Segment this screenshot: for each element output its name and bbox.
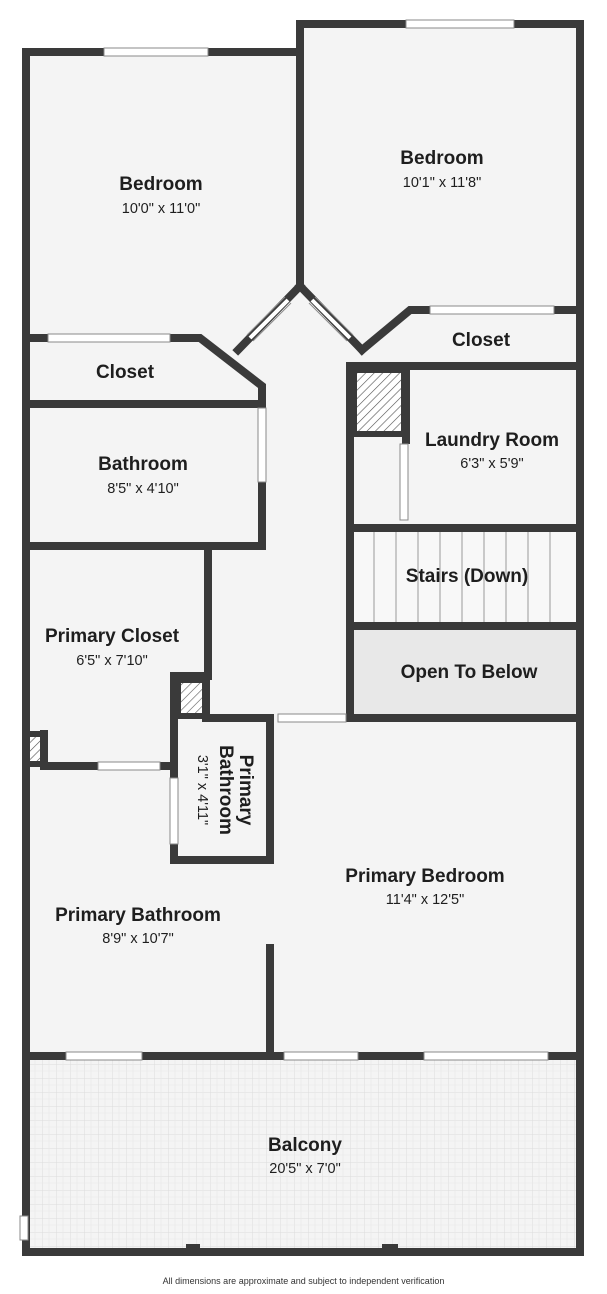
primary-closet-dims: 6'5" x 7'10" [76, 653, 147, 669]
primary-bedroom-name: Primary Bedroom [345, 866, 504, 887]
primary-closet-name: Primary Closet [45, 626, 180, 647]
primary-bathroom-small-dims: 3'1" x 4'11" [194, 755, 210, 825]
bedroom-right-dims: 10'1" x 11'8" [403, 175, 481, 191]
primary-bathroom-small-label: Primary Bathroom 3'1" x 4'11" [194, 745, 256, 835]
stairs-name: Stairs (Down) [406, 566, 528, 587]
bedroom-left-name: Bedroom [119, 174, 202, 195]
door-opening-edges [246, 296, 354, 342]
open-to-below-fill [352, 630, 578, 714]
balcony-dims: 20'5" x 7'0" [269, 1161, 340, 1177]
primary-bathroom-dims: 8'9" x 10'7" [102, 931, 173, 947]
balcony-tiles [26, 1056, 580, 1252]
closet-right-name: Closet [452, 330, 511, 351]
windows [19, 19, 555, 1241]
bedroom-left-dims: 10'0" x 11'0" [122, 201, 200, 217]
door-openings [248, 298, 352, 340]
balcony-posts [186, 1244, 398, 1254]
primary-bathroom-small-name-2: Bathroom [215, 745, 236, 835]
bedroom-right-name: Bedroom [400, 148, 483, 169]
structural-blocks [23, 367, 407, 767]
open-to-below-name: Open To Below [401, 662, 538, 683]
room-labels: Bedroom 10'0" x 11'0" Bedroom 10'1" x 11… [45, 148, 559, 1177]
balcony-name: Balcony [268, 1135, 342, 1156]
primary-bedroom-dims: 11'4" x 12'5" [386, 892, 464, 908]
stairs-treads [352, 532, 578, 622]
primary-bathroom-small-name-1: Primary [235, 755, 256, 826]
bathroom-dims: 8'5" x 4'10" [107, 481, 178, 497]
primary-bathroom-name: Primary Bathroom [55, 905, 221, 926]
disclaimer-text: All dimensions are approximate and subje… [162, 1276, 445, 1286]
laundry-name: Laundry Room [425, 430, 559, 451]
bathroom-name: Bathroom [98, 454, 188, 475]
laundry-dims: 6'3" x 5'9" [460, 456, 523, 472]
closet-left-name: Closet [96, 362, 155, 383]
